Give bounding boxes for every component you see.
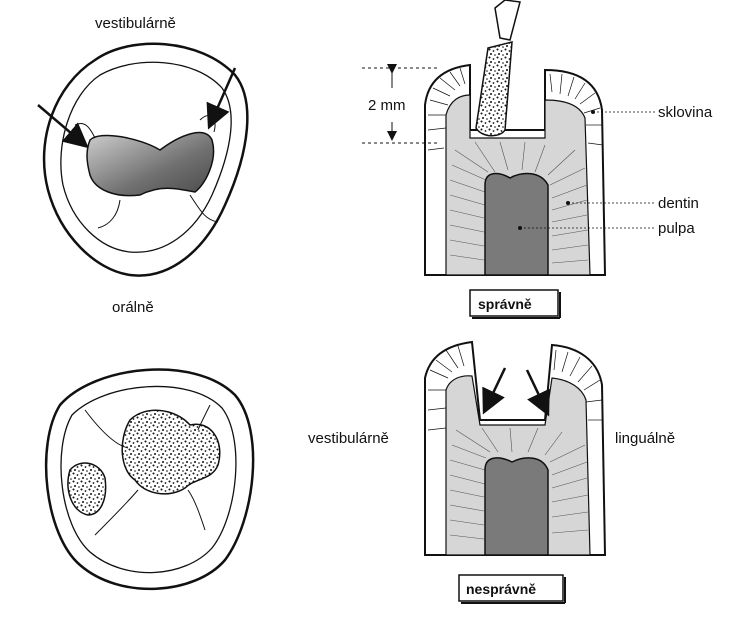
label-lingual: linguálně	[615, 430, 675, 447]
dentin-tubules-incorrect	[449, 427, 589, 540]
label-enamel: sklovina	[658, 104, 713, 121]
arrow-right	[206, 67, 237, 130]
label-2mm: 2 mm	[368, 97, 406, 114]
pulp-incorrect	[484, 457, 549, 556]
measure-2mm	[362, 64, 440, 144]
label-vestibular-bottom: vestibulárně	[308, 430, 389, 447]
fissure-lines-bottom	[84, 404, 211, 536]
label-pulp: pulpa	[658, 220, 695, 237]
cross-section-correct: 2 mm sklovina dentin pulpa správně	[362, 0, 713, 319]
label-incorrect: nesprávně	[466, 581, 536, 597]
leader-lines	[520, 111, 655, 229]
label-oral: orálně	[112, 299, 154, 316]
occlusal-view-correct: vestibulárně orálně	[37, 15, 249, 316]
dental-bur	[475, 0, 521, 137]
caries-small	[67, 462, 107, 516]
dentin-tubules-correct	[449, 141, 589, 264]
pulp-correct	[484, 172, 549, 276]
box-incorrect	[458, 574, 564, 602]
occlusal-view-incorrect	[44, 368, 255, 590]
label-dentin: dentin	[658, 195, 699, 212]
cross-section-incorrect: vestibulárně linguálně nesprávně	[308, 340, 675, 604]
enamel-striations-incorrect	[427, 345, 603, 431]
enamel-striations-correct	[427, 67, 604, 151]
label-vestibular-top: vestibulárně	[95, 15, 176, 32]
label-correct: správně	[478, 296, 532, 312]
cavity-correct	[86, 131, 215, 197]
caries-large	[121, 409, 221, 495]
arrow-undercut-left	[482, 367, 507, 415]
box-correct	[469, 289, 559, 317]
enamel-inner-outline-top	[60, 61, 232, 253]
enamel-inner-outline-bottom	[60, 385, 237, 574]
arrow-left	[37, 104, 89, 149]
arrow-undercut-right	[525, 369, 550, 417]
